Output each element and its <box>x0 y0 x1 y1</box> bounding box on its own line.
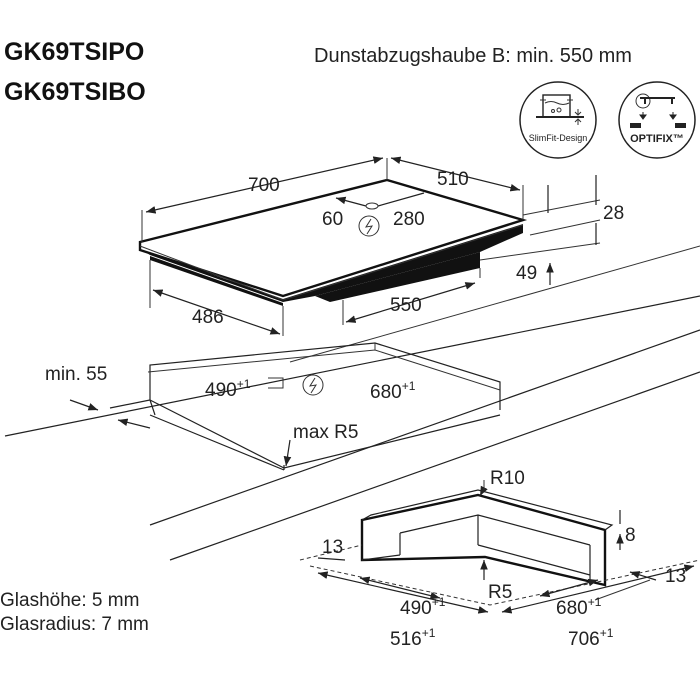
dim-connection-left: 60 <box>322 209 343 230</box>
optifix-icon <box>630 93 686 128</box>
dim-width: 700 <box>248 175 280 196</box>
slimfit-design-icon <box>536 94 584 125</box>
flush-rim-right: 13 <box>665 566 686 587</box>
cutout-drawing: min. 55 490+1 680+1 max R5 <box>4 295 700 561</box>
power-connection-icon <box>302 374 324 396</box>
badge-label: SlimFit-Design <box>529 133 588 143</box>
dim-depth: 510 <box>437 169 469 190</box>
flush-rim-left: 13 <box>322 537 343 558</box>
dim-connection-right: 280 <box>393 209 425 230</box>
model-name-1: GK69TSIPO <box>4 38 144 66</box>
flush-outer-depth: 516+1 <box>390 626 436 650</box>
dim-height-body: 49 <box>516 263 537 284</box>
model-name-2: GK69TSIBO <box>4 78 146 106</box>
glass-radius-note: Glasradius: 7 mm <box>0 614 149 635</box>
flush-step-height: 8 <box>625 525 636 546</box>
optifix-badge: OPTIFIX™ <box>618 81 696 159</box>
hood-note: Dunstabzugshaube B: min. 550 mm <box>314 45 632 67</box>
badge-label: OPTIFIX™ <box>630 133 684 145</box>
cutout-radius: max R5 <box>293 422 358 443</box>
flush-inner-radius: R5 <box>488 582 512 603</box>
flush-cutout-drawing: R10 8 13 13 R5 490+1 680+1 516+1 706+1 <box>299 468 700 650</box>
dim-height-top: 28 <box>603 203 624 224</box>
flush-outer-width: 706+1 <box>568 626 614 650</box>
flush-inner-depth: 490+1 <box>400 595 446 619</box>
flush-inner-width: 680+1 <box>556 595 602 619</box>
cutout-depth: 490+1 <box>205 377 251 401</box>
hob-drawing: 700 510 60 280 28 49 486 550 <box>138 156 624 336</box>
cutout-width: 680+1 <box>370 379 416 403</box>
dim-body-width: 550 <box>390 295 422 316</box>
slimfit-design-badge: SlimFit-Design <box>519 81 597 159</box>
cutout-min-distance: min. 55 <box>45 364 107 385</box>
flush-outer-radius: R10 <box>490 468 525 489</box>
dim-body-depth: 486 <box>192 307 224 328</box>
glass-height-note: Glashöhe: 5 mm <box>0 590 139 611</box>
power-connection-icon <box>358 215 380 237</box>
